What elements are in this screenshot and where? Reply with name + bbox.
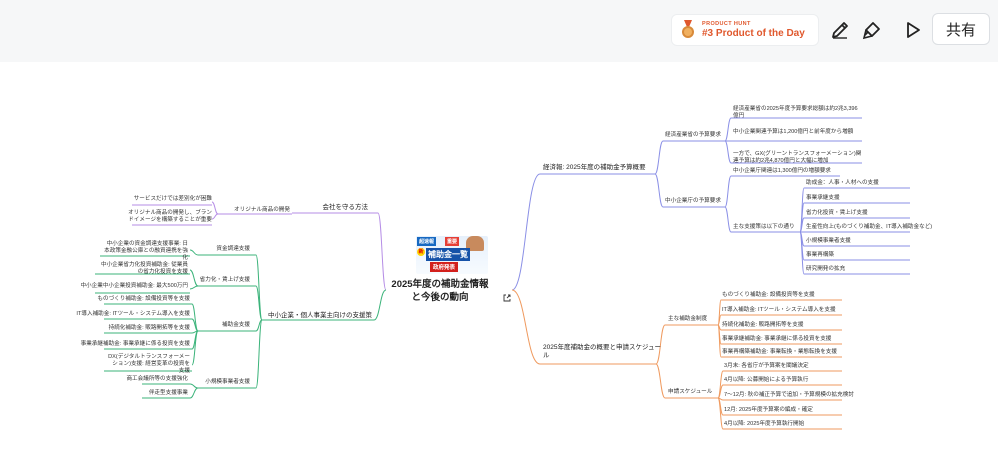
external-link-icon[interactable] xyxy=(503,289,511,307)
leaf-edge xyxy=(191,330,199,366)
group-node[interactable]: 省力化・賃上げ支援 xyxy=(199,277,250,283)
product-of-day-label: #3 Product of the Day xyxy=(702,28,805,39)
leaf-node[interactable]: 事業再構築 xyxy=(806,252,834,258)
leaf-node[interactable]: 事業承継補助金: 事業承継に係る投資を支援 xyxy=(80,341,190,347)
group-edge xyxy=(654,140,664,175)
thumbnail-tag-b: 重要 xyxy=(445,237,460,246)
brush-icon[interactable] xyxy=(860,18,884,42)
leaf-node[interactable]: サービスだけでは差別化が困難 xyxy=(133,196,212,202)
group-edge xyxy=(654,173,664,208)
leaf-node[interactable]: 事業再構築補助金: 事業転換・業態転換を支援 xyxy=(722,349,837,355)
leaf-node[interactable]: 持続化補助金: 販路開拓等を支援 xyxy=(722,322,804,328)
leaf-edge xyxy=(724,117,732,142)
leaf-node[interactable]: 中小企業中小企業投資補助金: 最大500万円 xyxy=(80,283,188,289)
branch-edge xyxy=(511,289,541,365)
leaf-node[interactable]: 中小企業の資金調達支援事業: 日本政策金融公庫との融資連携を強化 xyxy=(104,241,188,261)
leaf-edge xyxy=(189,249,199,256)
leaf-edge xyxy=(211,201,219,215)
root-title-line2: と今後の動向 xyxy=(411,291,469,303)
leaf-edge xyxy=(799,231,805,275)
thumbnail-badge: 新 xyxy=(417,248,425,256)
mindmap-connectors xyxy=(95,117,910,430)
leaf-edge xyxy=(724,175,732,208)
leaf-edge xyxy=(191,303,199,332)
root-thumbnail: 超速報 重要 新 補助金一覧 政府発表 xyxy=(416,236,488,274)
leaf-edge xyxy=(717,397,724,430)
leaf-node[interactable]: 研究開発の拡充 xyxy=(806,266,846,272)
group-node[interactable]: 中小企業庁の予算要求 xyxy=(665,198,721,204)
group-node[interactable]: 経済産業省の予算要求 xyxy=(665,132,721,138)
leaf-node[interactable]: 4月以降: 2025年度予算執行開始 xyxy=(724,421,805,427)
leaf-node[interactable]: 7〜12月: 秋の補正予算で追加・予算規模の拡充検討 xyxy=(724,392,854,398)
leaf-node[interactable]: ものづくり補助金: 設備投資等を支援 xyxy=(722,292,815,298)
subgroup-node[interactable]: 主な支援策は以下の通り xyxy=(733,224,795,230)
leaf-node[interactable]: 経済産業省の2025年度予算要求総額は約2兆3,396億円 xyxy=(733,106,858,119)
leaf-node[interactable]: 持続化補助金: 販路開拓等を支援 xyxy=(108,325,190,331)
leaf-edge xyxy=(189,383,199,389)
leaf-node[interactable]: 中小企業関連予算は1,200億円と前年度から増額 xyxy=(733,129,854,135)
leaf-node[interactable]: 4月以降: 公募開始による予算執行 xyxy=(724,377,809,383)
group-node[interactable]: 補助金支援 xyxy=(222,322,250,328)
product-hunt-label: PRODUCT HUNT xyxy=(702,21,751,27)
group-edge xyxy=(255,319,263,332)
leaf-edge xyxy=(189,387,199,399)
leaf-edge xyxy=(211,213,219,220)
play-icon[interactable] xyxy=(901,18,925,42)
leaf-edge xyxy=(717,324,722,358)
leaf-node[interactable]: ものづくり補助金: 設備投資等を支援 xyxy=(97,296,190,302)
branch-node-schedule[interactable]: 2025年度補助金の概要と申請スケジュール xyxy=(543,344,662,360)
pen-icon[interactable] xyxy=(828,18,852,42)
leaf-edge xyxy=(717,370,724,399)
leaf-node[interactable]: 伴走型支援事業 xyxy=(148,390,188,396)
product-hunt-badge[interactable]: PRODUCT HUNT #3 Product of the Day xyxy=(671,14,819,46)
leaf-edge xyxy=(189,269,199,287)
group-node[interactable]: 資金調達支援 xyxy=(216,246,250,252)
leaf-node[interactable]: 3月末: 各省庁が予算案を閣議決定 xyxy=(724,363,809,369)
leaf-node[interactable]: 中小企業省力化投資補助金: 従業員の省力化投資を支援 xyxy=(100,262,188,275)
group-edge xyxy=(255,285,263,321)
leaf-node[interactable]: 一方で、GX(グリーントランスフォーメーション)関連予算は約2兆4,870億円と… xyxy=(733,151,862,164)
thumbnail-tag-a: 超速報 xyxy=(417,237,437,246)
leaf-node[interactable]: 中小企業庁関連は1,300億円の増額要求 xyxy=(733,168,831,174)
branch-edge xyxy=(511,173,541,291)
medal-icon xyxy=(680,20,696,40)
group-node[interactable]: 小規模事業者支援 xyxy=(205,379,250,385)
group-node[interactable]: 主な補助金制度 xyxy=(668,316,708,322)
leaf-node[interactable]: IT導入補助金: ITツール・システム導入を支援 xyxy=(722,307,836,313)
leaf-node[interactable]: 商工会議所等の支援強化 xyxy=(126,376,188,382)
leaf-node[interactable]: 省力化投資・賃上げ支援 xyxy=(806,210,868,216)
root-node[interactable]: 2025年度の補助金情報 と今後の動向 xyxy=(390,279,490,305)
group-edge xyxy=(655,324,666,365)
leaf-node[interactable]: オリジナル商品の開発し、ブランドイメージを構築することが重要 xyxy=(128,210,212,223)
branch-node-support[interactable]: 中小企業・個人事業主向けの支援策 xyxy=(268,312,372,319)
share-button[interactable]: 共有 xyxy=(932,13,990,45)
mindmap-canvas[interactable] xyxy=(0,62,998,469)
root-title-line1: 2025年度の補助金情報 xyxy=(391,279,489,290)
leaf-edge xyxy=(724,206,732,233)
branch-node-protect[interactable]: 会社を守る方法 xyxy=(322,204,369,211)
leaf-node[interactable]: 事業承継支援 xyxy=(806,195,840,201)
leaf-edge xyxy=(724,140,732,164)
leaf-edge xyxy=(189,285,199,290)
branch-edge xyxy=(377,212,387,291)
leaf-node[interactable]: 助成金：人事・人材への支援 xyxy=(806,180,879,186)
leaf-node[interactable]: IT導入補助金: ITツール・システム導入を支援 xyxy=(76,311,190,317)
top-toolbar: PRODUCT HUNT #3 Product of the Day 共有 xyxy=(0,0,998,62)
group-edge xyxy=(255,319,263,389)
leaf-node[interactable]: 12月: 2025年度予算案の編成・確定 xyxy=(724,407,813,413)
leaf-node[interactable]: 生産性向上(ものづくり補助金、IT導入補助金など) xyxy=(806,224,933,230)
leaf-node[interactable]: DX(デジタルトランスフォーメーション)支援: 経営変革の投資を支援 xyxy=(108,354,190,374)
group-node[interactable]: オリジナル商品の開発 xyxy=(234,207,290,213)
thumbnail-sub: 政府発表 xyxy=(430,262,459,272)
person-icon xyxy=(466,236,484,251)
thumbnail-headline: 補助金一覧 xyxy=(426,248,470,261)
branch-edge xyxy=(373,289,387,321)
leaf-node[interactable]: 事業承継補助金: 事業承継に係る投資を支援 xyxy=(722,336,832,342)
branch-node-budget[interactable]: 経済報: 2025年度の補助金予算概要 xyxy=(543,164,646,171)
group-edge xyxy=(655,363,666,399)
leaf-node[interactable]: 小規模事業者支援 xyxy=(806,238,851,244)
group-node[interactable]: 申請スケジュール xyxy=(668,389,713,395)
